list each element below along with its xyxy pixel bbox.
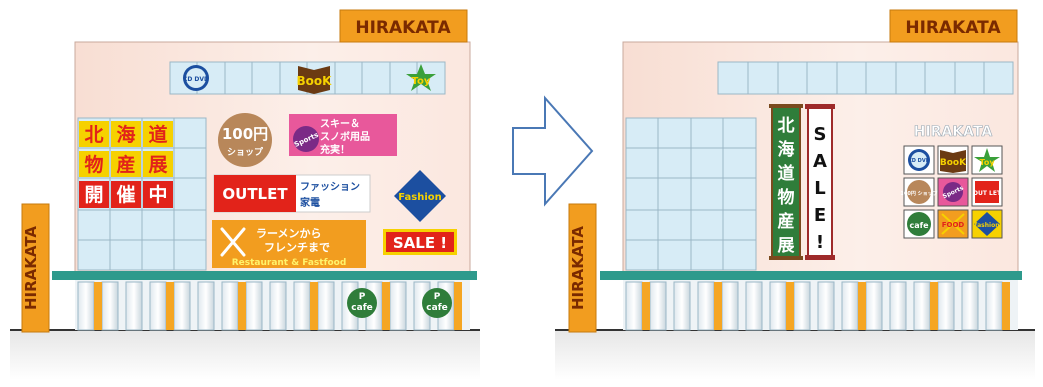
svg-text:Toy: Toy: [979, 158, 995, 167]
cafe-sign-1: cafe P: [347, 288, 377, 318]
svg-text:SALE !: SALE !: [393, 234, 447, 252]
svg-text:北: 北: [84, 124, 103, 146]
svg-text:展: 展: [778, 236, 795, 256]
svg-text:道: 道: [148, 123, 167, 146]
directory-outlet: OUT LET: [971, 177, 1003, 207]
svg-text:A: A: [813, 151, 827, 172]
svg-text:cafe: cafe: [351, 303, 372, 313]
svg-text:HIRAKATA: HIRAKATA: [569, 226, 587, 310]
svg-text:BooK: BooK: [940, 158, 967, 168]
shop-100-sign: 100円 ショップ: [218, 113, 272, 167]
svg-text:ファッション: ファッション: [300, 181, 360, 193]
awning: [52, 271, 477, 280]
sale-banner: S A L E !: [805, 104, 835, 260]
svg-text:100円: 100円: [222, 125, 268, 143]
svg-text:スノボ用品: スノボ用品: [320, 130, 370, 143]
ground: [10, 330, 480, 380]
svg-text:催: 催: [116, 183, 135, 206]
arrow-icon: [512, 95, 594, 207]
svg-text:Fashion: Fashion: [398, 192, 441, 203]
svg-text:S: S: [814, 124, 827, 145]
svg-text:中: 中: [148, 183, 167, 206]
svg-text:Restaurant & Fastfood: Restaurant & Fastfood: [232, 258, 347, 268]
ground-floor-pillars: [75, 280, 470, 331]
svg-text:cafe: cafe: [426, 303, 447, 313]
svg-text:BooK: BooK: [297, 74, 333, 88]
pole-sign: HIRAKATA: [568, 203, 597, 333]
after-building: HIRAKATA: [555, 9, 1035, 380]
hokkaido-sign: 北 海 道 物 産 展: [79, 121, 173, 177]
svg-text:海: 海: [116, 123, 135, 146]
cafe-sign-2: cafe P: [422, 288, 452, 318]
svg-text:fashion: fashion: [975, 222, 1000, 229]
directory-sports: Sports: [937, 177, 969, 207]
directory-food: FOOD: [937, 209, 969, 239]
svg-text:展: 展: [148, 154, 167, 176]
directory-book: BooK: [937, 145, 969, 175]
svg-text:充実！: 充実！: [320, 143, 350, 156]
ground: [555, 330, 1035, 380]
svg-text:開: 開: [84, 184, 103, 206]
svg-text:FOOD: FOOD: [942, 221, 965, 229]
toy-sign: Toy: [406, 64, 436, 91]
directory-cd-dvd: CD DVD: [903, 145, 935, 175]
fork-knife-icon: [220, 227, 246, 257]
pole-sign: HIRAKATA: [21, 203, 50, 333]
svg-text:物: 物: [84, 153, 103, 176]
shop-directory: CD DVD BooK Toy 100円 ショップ Sports: [900, 145, 1003, 239]
directory-fashion: fashion: [971, 209, 1003, 239]
svg-text:スキー＆: スキー＆: [320, 118, 360, 130]
roof-sign-text: HIRAKATA: [905, 18, 1001, 38]
directory-shop-100: 100円 ショップ: [900, 177, 939, 207]
awning: [600, 271, 1022, 280]
hokkaido-banner: 北 海 道 物 産 展: [769, 104, 803, 260]
svg-text:!: !: [816, 232, 824, 253]
svg-text:産: 産: [778, 211, 795, 232]
svg-text:道: 道: [778, 163, 795, 184]
fork-knife-icon: [941, 213, 965, 235]
svg-text:E: E: [814, 205, 826, 226]
before-building: HIRAKATA CD DVD BooK Toy: [10, 9, 480, 380]
svg-text:P: P: [359, 292, 366, 302]
svg-text:フレンチまで: フレンチまで: [264, 241, 330, 254]
sale-sign: SALE !: [383, 229, 457, 255]
svg-text:P: P: [434, 292, 441, 302]
book-sign: BooK: [297, 66, 333, 94]
svg-text:海: 海: [778, 139, 795, 160]
svg-text:ショップ: ショップ: [227, 146, 264, 158]
directory-cafe: cafe: [903, 209, 935, 239]
fashion-sign: Fashion: [394, 170, 446, 222]
roof-sign: [889, 9, 1018, 43]
directory-toy: Toy: [971, 145, 1003, 175]
svg-text:cafe: cafe: [909, 221, 929, 230]
svg-text:家電: 家電: [300, 196, 320, 209]
left-window-grid: [625, 117, 757, 271]
svg-text:北: 北: [778, 116, 795, 136]
svg-text:産: 産: [116, 153, 135, 176]
kaisai-sign: 開 催 中: [79, 181, 173, 208]
svg-text:L: L: [814, 178, 825, 199]
roof-sign: [339, 9, 468, 43]
ramen-sign: ラーメンから フレンチまで Restaurant & Fastfood: [212, 220, 366, 268]
svg-text:OUTLET: OUTLET: [222, 185, 288, 203]
roof-sign-text: HIRAKATA: [355, 18, 451, 38]
directory-title: HIRAKATA: [914, 124, 993, 140]
svg-text:Toy: Toy: [412, 76, 431, 87]
svg-text:CD DVD: CD DVD: [183, 76, 209, 83]
ground-floor-pillars: [623, 280, 1018, 331]
svg-text:CD DVD: CD DVD: [908, 158, 930, 164]
svg-text:物: 物: [778, 187, 795, 208]
svg-text:OUT LET: OUT LET: [973, 190, 1002, 197]
outlet-sign: OUTLET ファッション 家電: [213, 174, 371, 213]
cd-dvd-sign: CD DVD: [183, 65, 209, 91]
svg-text:100円 ショップ: 100円 ショップ: [900, 190, 938, 197]
svg-text:ラーメンから: ラーメンから: [256, 227, 322, 240]
svg-text:HIRAKATA: HIRAKATA: [22, 226, 40, 310]
sports-sign: Sports スキー＆ スノボ用品 充実！: [289, 114, 397, 156]
top-window-strip: [717, 61, 1014, 95]
